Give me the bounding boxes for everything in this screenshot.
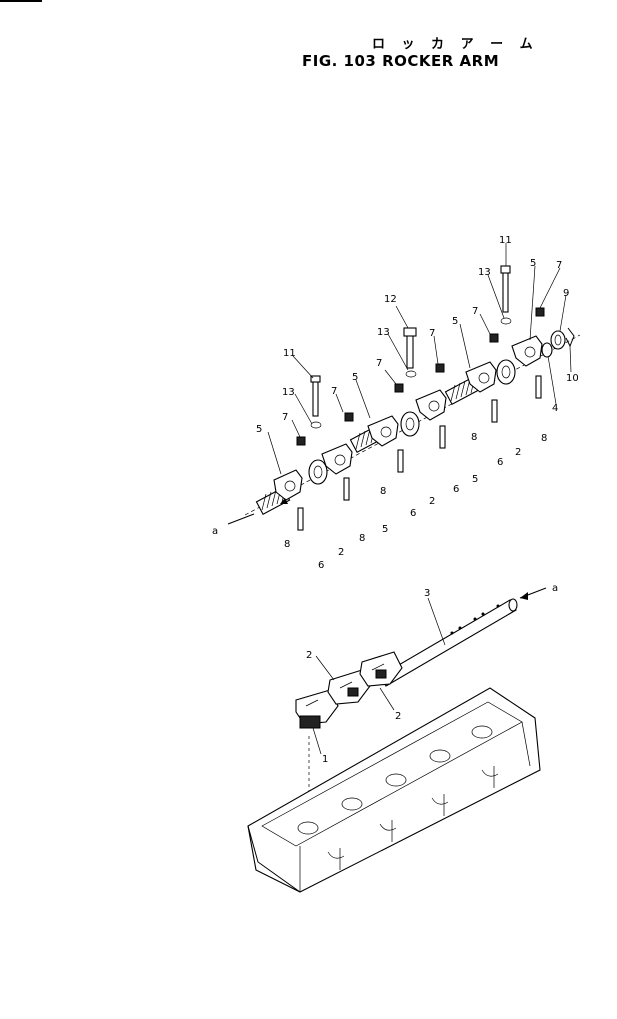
- rocker-shaft-part-3: [379, 598, 518, 687]
- callout-11: 11: [499, 235, 512, 246]
- callout-2: 2: [515, 447, 521, 458]
- callout-8: 8: [541, 433, 547, 444]
- adjusting-screw-part-6: [439, 425, 446, 449]
- callout-3: 3: [424, 588, 430, 599]
- adjusting-screw-part-6: [535, 375, 542, 399]
- callout-a: a: [212, 526, 218, 537]
- leader-line-3: [427, 597, 446, 646]
- adjusting-screw-part-6: [397, 449, 404, 473]
- rocker-arm-part-5: [415, 389, 447, 421]
- callout-8: 8: [471, 432, 477, 443]
- arrow-a-right: [519, 587, 547, 600]
- callout-12: 12: [384, 294, 397, 305]
- callout-6: 6: [497, 457, 503, 468]
- title-english: FIG. 103 ROCKER ARM: [302, 52, 500, 70]
- arrow-a-left: [227, 498, 288, 525]
- bracket-part-2: [308, 459, 328, 485]
- rocker-arm-part-5: [511, 335, 543, 367]
- callout-2: 2: [338, 547, 344, 558]
- leader-lines: [267, 243, 572, 475]
- title-japanese: ロ ッ カ ア ー ム: [372, 37, 539, 52]
- callout-5: 5: [452, 316, 458, 327]
- adjusting-screw-part-6: [343, 477, 350, 501]
- callout-13: 13: [478, 267, 491, 278]
- end-plug-part-4: [541, 342, 553, 358]
- callout-7: 7: [556, 260, 562, 271]
- bolt-part-12: [403, 327, 417, 378]
- callout-1: 1: [322, 754, 328, 765]
- callout-7: 7: [376, 358, 382, 369]
- callout-labels: 5 7 13 11 7 5 7 13 12 7 5 7 13 11 5 7 9 …: [212, 235, 579, 765]
- callout-13: 13: [377, 327, 390, 338]
- callout-10: 10: [566, 373, 579, 384]
- cylinder-head: [247, 687, 541, 893]
- callout-2: 2: [429, 496, 435, 507]
- callout-5: 5: [256, 424, 262, 435]
- callout-7: 7: [429, 328, 435, 339]
- callout-a: a: [552, 583, 558, 594]
- callout-8: 8: [284, 539, 290, 550]
- callout-6: 6: [318, 560, 324, 571]
- bolt-part-11: [310, 375, 322, 429]
- callout-2: 2: [395, 711, 401, 722]
- callout-5: 5: [382, 524, 388, 535]
- nut-part-7: [296, 307, 545, 446]
- callout-8: 8: [380, 486, 386, 497]
- callout-9: 9: [563, 288, 569, 299]
- adjusting-screw-part-6: [297, 507, 304, 531]
- bracket-part-2: [400, 411, 420, 437]
- callout-5: 5: [472, 474, 478, 485]
- rocker-arm-part-5: [465, 361, 497, 393]
- callout-11: 11: [283, 348, 296, 359]
- callout-4: 4: [552, 403, 558, 414]
- rocker-arm-part-5: [273, 469, 303, 501]
- bolt-part-11: [500, 265, 512, 325]
- rocker-arm-part-5: [367, 415, 399, 447]
- callout-8: 8: [359, 533, 365, 544]
- exploded-assembly: [227, 265, 581, 531]
- callout-5: 5: [530, 258, 536, 269]
- callout-2: 2: [306, 650, 312, 661]
- corner-rule: [0, 0, 42, 2]
- adjusting-screw-part-6: [491, 399, 498, 423]
- callout-5: 5: [352, 372, 358, 383]
- callout-13: 13: [282, 387, 295, 398]
- clip-part-10: [565, 327, 575, 348]
- assembled-rocker-cluster: [295, 651, 403, 729]
- callout-7: 7: [282, 412, 288, 423]
- callout-7: 7: [472, 306, 478, 317]
- callout-6: 6: [410, 508, 416, 519]
- callout-6: 6: [453, 484, 459, 495]
- ring-part-9: [550, 330, 566, 350]
- callout-7: 7: [331, 386, 337, 397]
- bracket-part-2: [496, 359, 516, 385]
